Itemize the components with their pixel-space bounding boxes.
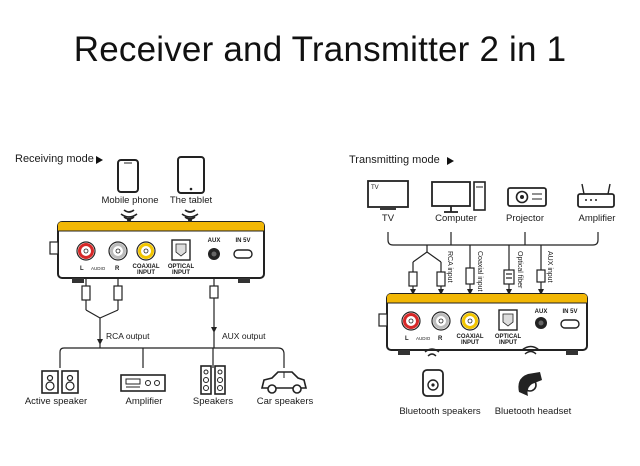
- coaxial-input-cable: [465, 245, 475, 285]
- rca-input-cable: [408, 245, 446, 287]
- optical-fiber-cable: [503, 245, 515, 285]
- aux-port: [208, 248, 220, 260]
- aux-label: AUX: [534, 309, 548, 315]
- tv-icon: [367, 180, 409, 210]
- optical-input-label: OPTICAL INPUT: [167, 264, 195, 276]
- rca-output-label: RCA output: [106, 331, 150, 341]
- rca-left-jack: [401, 311, 421, 331]
- wireless-wave-icon: [120, 209, 138, 223]
- transmitting-section: [367, 157, 615, 397]
- computer-label: Computer: [435, 213, 477, 224]
- coaxial-input-label: Coaxial input: [476, 251, 483, 292]
- source-bracket: [387, 232, 599, 246]
- speakers-label: Speakers: [192, 396, 234, 407]
- car-icon: [260, 371, 308, 394]
- optical-port: [171, 239, 191, 261]
- power-label: IN 5V: [235, 238, 251, 244]
- amplifier-icon: [577, 183, 615, 208]
- page-title: Receiver and Transmitter 2 in 1: [73, 30, 567, 69]
- transmitting-mode-label: Transmitting mode: [349, 154, 440, 166]
- aux-cable: [209, 278, 219, 320]
- active-speaker-icon: [41, 370, 79, 394]
- bluetooth-headset-label: Bluetooth headset: [494, 406, 572, 417]
- mobile-phone-label: Mobile phone: [101, 195, 159, 206]
- rca-left-jack: [76, 241, 96, 261]
- speakers-icon: [200, 365, 226, 395]
- coaxial-jack: [460, 311, 480, 331]
- right-channel-label: R: [438, 336, 443, 342]
- bluetooth-speakers-label: Bluetooth speakers: [399, 406, 481, 417]
- rca-cable: [81, 278, 123, 336]
- amplifier-label: Amplifier: [125, 396, 163, 407]
- amplifier-label: Amplifier: [578, 213, 616, 224]
- tablet-label: The tablet: [169, 195, 213, 206]
- computer-icon: [431, 181, 486, 213]
- optical-input-label: OPTICAL INPUT: [494, 334, 522, 346]
- rca-right-jack: [431, 311, 451, 331]
- transmitter-device: [378, 293, 588, 355]
- mode-triangle-icon: [447, 157, 454, 165]
- active-speaker-label: Active speaker: [24, 396, 88, 407]
- wireless-wave-icon: [181, 209, 199, 223]
- receiving-mode-label: Receiving mode: [15, 153, 94, 165]
- audio-label: AUDIO: [91, 266, 106, 271]
- tv-label: TV: [381, 213, 395, 224]
- aux-label: AUX: [207, 238, 221, 244]
- power-label: IN 5V: [562, 309, 578, 315]
- left-channel-label: L: [80, 266, 84, 272]
- aux-input-cable: [536, 245, 546, 283]
- coaxial-jack: [136, 241, 156, 261]
- optical-port: [498, 309, 518, 331]
- projector-icon: [507, 187, 547, 207]
- coaxial-input-label: COAXIAL INPUT: [456, 334, 484, 346]
- output-bracket: [59, 347, 285, 368]
- car-speakers-label: Car speakers: [256, 396, 314, 407]
- tv-screen-text: TV: [371, 185, 379, 191]
- bluetooth-headset-icon: [518, 345, 542, 396]
- projector-label: Projector: [505, 213, 545, 224]
- amplifier-icon: [120, 374, 166, 392]
- power-port: [233, 249, 253, 259]
- rca-right-jack: [108, 241, 128, 261]
- tablet-icon: [177, 156, 205, 194]
- receiver-device: [49, 221, 265, 283]
- power-port: [560, 319, 580, 329]
- aux-output-label: AUX output: [222, 331, 266, 341]
- mobile-phone-icon: [117, 159, 139, 193]
- aux-input-label: AUX input: [546, 251, 553, 283]
- coaxial-input-label: COAXIAL INPUT: [132, 264, 160, 276]
- rca-input-label: RCA input: [446, 251, 453, 283]
- mode-triangle-icon: [96, 156, 103, 164]
- right-channel-label: R: [115, 266, 120, 272]
- audio-label: AUDIO: [416, 336, 431, 341]
- receiving-section: [41, 156, 308, 395]
- aux-port: [535, 317, 547, 329]
- bluetooth-speaker-icon: [422, 348, 444, 397]
- left-channel-label: L: [405, 336, 409, 342]
- optical-fiber-label: Optical fiber: [516, 251, 523, 289]
